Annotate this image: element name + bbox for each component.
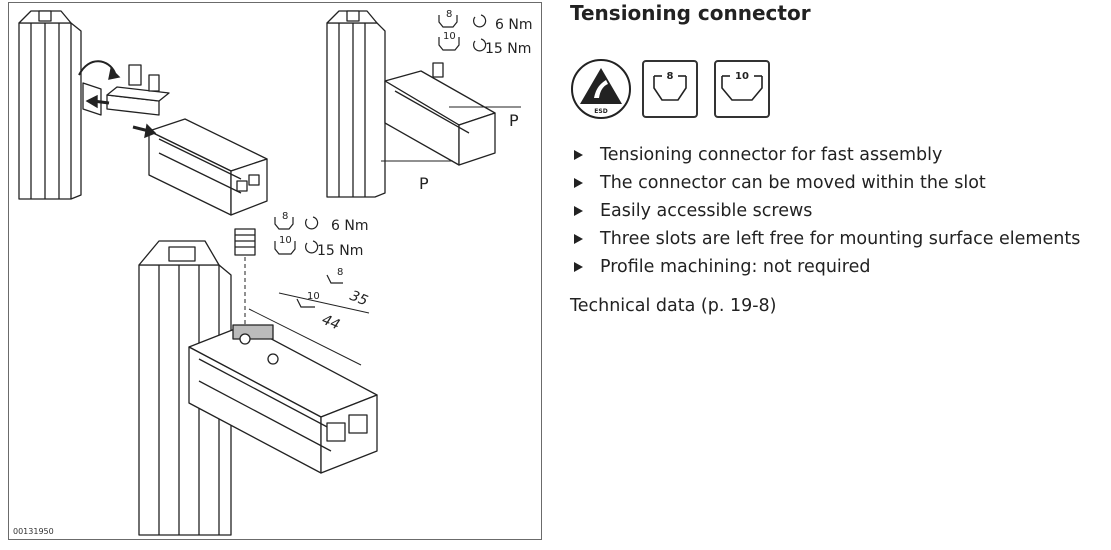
vertical-profile-top-left xyxy=(18,10,82,200)
horizontal-profile-top-left xyxy=(148,118,268,216)
bullet-triangle-icon xyxy=(574,234,583,244)
screw-bottom xyxy=(234,228,256,256)
p-label-bottom: P xyxy=(419,174,429,193)
list-item: Easily accessible screws xyxy=(570,197,1080,225)
list-item: Profile machining: not required xyxy=(570,253,1080,281)
page-title: Tensioning connector xyxy=(570,1,811,25)
slot-8-label-bottom: 8 xyxy=(282,211,288,222)
list-item: The connector can be moved within the sl… xyxy=(570,169,1080,197)
torque-6nm-label-bottom: 6 Nm xyxy=(331,218,368,234)
horizontal-profile-top-right xyxy=(384,62,496,166)
esd-label: ESD xyxy=(594,108,607,115)
esd-icon: ESD xyxy=(570,58,632,120)
vertical-profile-top-right xyxy=(326,10,386,198)
bullet-triangle-icon xyxy=(574,262,583,272)
assembly-drawing: P P 8 6 Nm 10 15 Nm 8 6 Nm 10 15 Nm xyxy=(18,9,532,536)
direction-arrows xyxy=(78,60,157,139)
tensioning-connector-part xyxy=(82,64,170,116)
horizontal-profile-bottom xyxy=(188,324,378,474)
torque-15nm-label-top: 15 Nm xyxy=(485,41,531,57)
bullet-triangle-icon xyxy=(574,206,583,216)
dimension-annotation: 8 35 10 44 xyxy=(296,267,371,334)
slot-8-icon: 8 xyxy=(642,60,698,118)
slot-8-icon-label: 8 xyxy=(666,71,674,82)
slot-10-icon: 10 xyxy=(714,60,770,118)
torque-annotation-top: 8 6 Nm 10 15 Nm xyxy=(438,9,532,57)
slot-10-label-top: 10 xyxy=(443,31,456,42)
dim-slot-10-label: 10 xyxy=(307,291,320,302)
figure-id: 00131950 xyxy=(13,527,54,536)
bullet-triangle-icon xyxy=(574,178,583,188)
list-item: Three slots are left free for mounting s… xyxy=(570,225,1080,253)
feature-list: Tensioning connector for fast assembly T… xyxy=(570,141,1080,281)
dim-slot-8-label: 8 xyxy=(337,267,343,278)
technical-data-reference: Technical data (p. 19-8) xyxy=(570,296,777,316)
dim-35-label: 35 xyxy=(348,288,371,310)
bullet-triangle-icon xyxy=(574,150,583,160)
dim-44-label: 44 xyxy=(320,312,343,334)
torque-15nm-label-bottom: 15 Nm xyxy=(317,243,363,259)
torque-6nm-label-top: 6 Nm xyxy=(495,17,532,33)
assembly-figure: P P 8 6 Nm 10 15 Nm 8 6 Nm 10 15 Nm xyxy=(8,2,542,540)
slot-10-label-bottom: 10 xyxy=(279,235,292,246)
list-item: Tensioning connector for fast assembly xyxy=(570,141,1080,169)
icon-row: ESD 8 10 xyxy=(570,58,790,120)
slot-10-icon-label: 10 xyxy=(735,71,749,82)
slot-8-label-top: 8 xyxy=(446,9,452,20)
p-label-top: P xyxy=(509,111,519,130)
torque-annotation-bottom: 8 6 Nm 10 15 Nm xyxy=(274,211,368,259)
